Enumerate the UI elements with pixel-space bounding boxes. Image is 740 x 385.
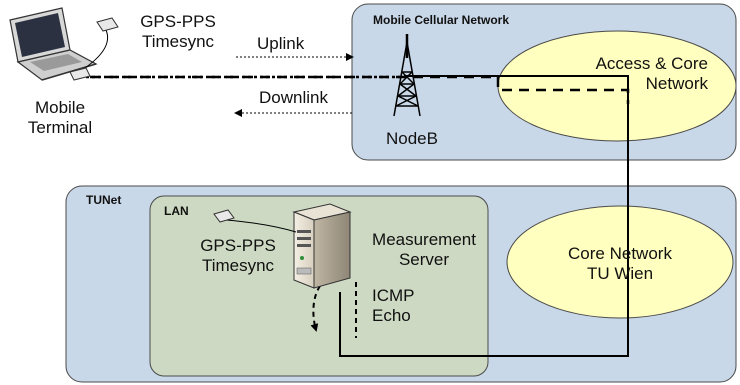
nodeb-label: NodeB bbox=[386, 129, 438, 148]
core-network-line1: Core Network bbox=[568, 244, 672, 263]
icmp-echo-label: ICMP Echo bbox=[372, 286, 415, 326]
lan-gps-line2: Timesync bbox=[201, 256, 275, 275]
laptop-icon bbox=[9, 7, 98, 81]
measurement-server-line2: Server bbox=[398, 250, 450, 269]
lan-gps-receiver-icon bbox=[213, 209, 297, 233]
core-network-label: Core Network TU Wien bbox=[544, 244, 696, 284]
gps-receiver-icon bbox=[81, 17, 119, 71]
measurement-server-label: Measurement Server bbox=[360, 230, 488, 270]
icmp-echo-loop bbox=[313, 282, 357, 338]
mobile-network-title: Mobile Cellular Network bbox=[373, 13, 510, 27]
uplink-label: Uplink bbox=[257, 34, 305, 53]
mobile-terminal-line1: Mobile bbox=[34, 98, 86, 117]
lan-gps-line1: GPS-PPS bbox=[200, 236, 276, 255]
mobile-gps-line2: Timesync bbox=[141, 32, 215, 51]
core-network-line2: TU Wien bbox=[586, 264, 654, 283]
measurement-server-line1: Measurement bbox=[372, 230, 476, 249]
mobile-gps-label: GPS-PPS Timesync bbox=[130, 12, 226, 52]
lan-gps-label: GPS-PPS Timesync bbox=[190, 236, 286, 276]
mobile-gps-line1: GPS-PPS bbox=[140, 12, 216, 31]
icmp-echo-line2: Echo bbox=[372, 306, 411, 325]
downlink-label: Downlink bbox=[259, 88, 328, 107]
gps-receiver-icon bbox=[69, 67, 91, 81]
mobile-terminal-line2: Terminal bbox=[27, 118, 93, 137]
access-core-line2: Network bbox=[645, 74, 708, 93]
mobile-terminal-label: Mobile Terminal bbox=[22, 98, 98, 138]
access-core-label: Access & Core Network bbox=[572, 54, 708, 94]
lan-title: LAN bbox=[164, 204, 189, 218]
wired-path bbox=[339, 75, 629, 357]
access-core-line1: Access & Core bbox=[595, 54, 708, 73]
server-icon bbox=[292, 203, 352, 289]
icmp-echo-line1: ICMP bbox=[372, 286, 415, 305]
core-network-tu-wien-ellipse bbox=[506, 205, 734, 319]
tunet-title: TUNet bbox=[86, 193, 122, 207]
nodeb-tower-icon bbox=[393, 34, 421, 117]
